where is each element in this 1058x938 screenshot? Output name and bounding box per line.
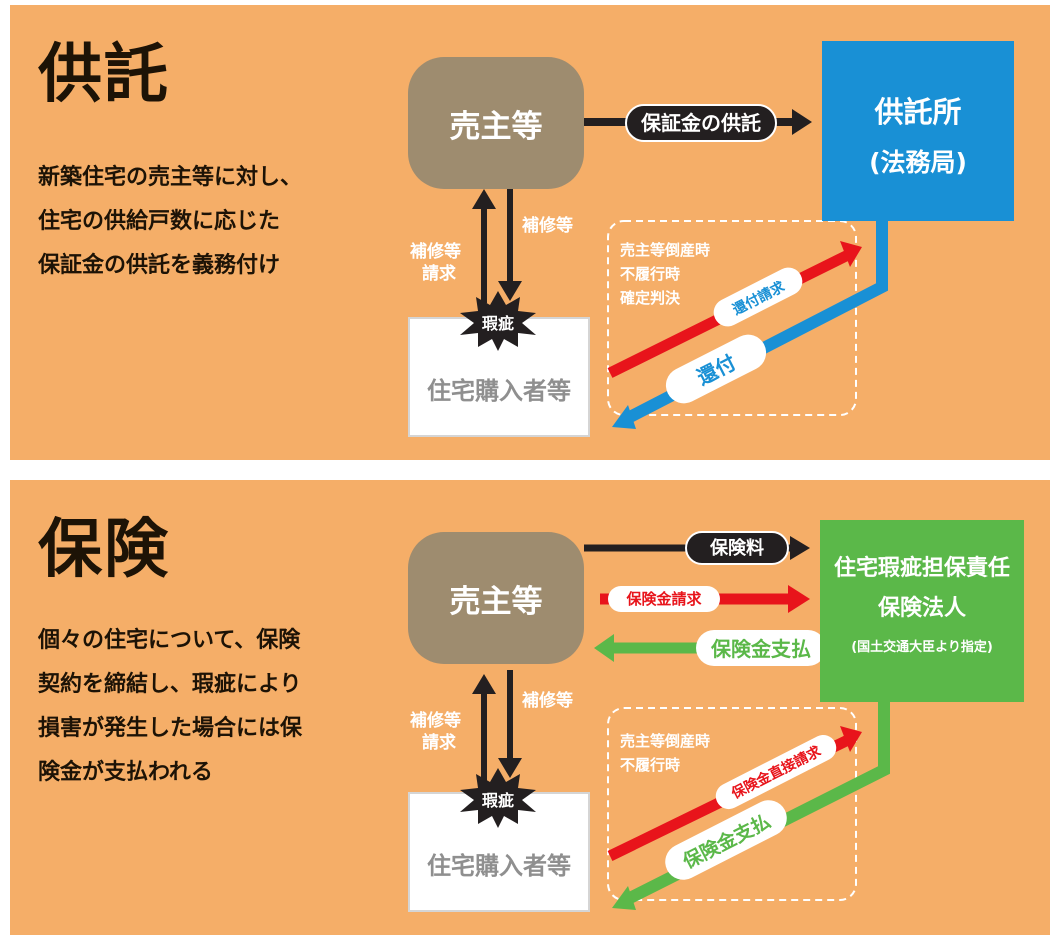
desc-line: 新築住宅の売主等に対し、 [38,164,303,190]
payout-label: 保険金支払 [710,637,811,661]
deposit-description: 新築住宅の売主等に対し、 住宅の供給戸数に応じた 保証金の供託を義務付け [38,155,398,287]
premium-arrow: 保険料 [584,531,810,565]
buyer-box: 住宅購入者等 [408,792,590,912]
direct-claim-text: 保険金直接請求 [728,742,825,803]
repair-arrow [498,189,522,301]
condition-2: 不履行時 [620,756,680,774]
repair-request-arrow [472,189,496,303]
deposit-arrow-label: 保証金の供託 [640,111,761,135]
deposit-flow-diagram: 保証金の供託 補修等 補修等 請求 還付請求 還付 [409,104,888,429]
condition-3: 確定判決 [619,289,681,307]
refund-pill: 還付 [665,334,767,404]
repair-request-arrow [472,674,496,782]
claim-label: 保険金請求 [625,590,702,608]
seller-box: 売主等 [408,532,584,664]
insurance-flow-diagram: 保険料 保険金請求 保険金支払 補修等 補修等 請求 [409,531,890,910]
insurer-name-2: 保険法人 [877,596,966,621]
condition-dashed-box [607,220,857,416]
condition-1: 売主等倒産時 [620,732,710,750]
insurer-note: (国土交通大臣より指定) [851,640,993,655]
desc-line: 損害が発生した場合には保 [38,715,303,741]
repair-request-label-1: 補修等 [409,241,461,262]
condition-2: 不履行時 [620,265,680,283]
condition-dashed-box [607,707,857,901]
claim-arrow: 保険金請求 [600,585,810,613]
repair-label: 補修等 [521,215,573,236]
deposit-panel: 供託 新築住宅の売主等に対し、 住宅の供給戸数に応じた 保証金の供託を義務付け … [10,5,1050,460]
defect-burst-icon: 瑕疵 [460,768,536,828]
insurance-description: 個々の住宅について、保険 契約を締結し、瑕疵により 損害が発生した場合には保 険… [38,618,398,794]
repair-request-label-2: 請求 [422,263,456,284]
office-subname: (法務局) [869,148,967,177]
insurance-panel: 保険 個々の住宅について、保険 契約を締結し、瑕疵により 損害が発生した場合には… [10,480,1050,935]
office-name: 供託所 [874,95,962,129]
desc-line: 契約を締結し、瑕疵により [38,671,302,697]
desc-line: 個々の住宅について、保険 [38,627,301,653]
deposit-arrow: 保証金の供託 [584,104,812,142]
insurer-box: 住宅瑕疵担保責任 保険法人 (国土交通大臣より指定) [820,520,1024,702]
defect-label: 瑕疵 [482,791,514,810]
deposit-office-box: 供託所 (法務局) [822,41,1014,221]
repair-request-label-2: 請求 [422,732,456,753]
condition-1: 売主等倒産時 [620,241,710,259]
premium-label: 保険料 [709,537,764,559]
desc-line: 険金が支払われる [38,759,213,785]
repair-request-label-1: 補修等 [409,710,461,731]
refund-request-pill: 還付請求 [713,267,803,327]
defect-label: 瑕疵 [482,314,514,333]
repair-arrow [498,670,522,778]
payout-arrow: 保険金支払 [594,630,826,666]
desc-line: 住宅の供給戸数に応じた [38,208,281,234]
deposit-title: 供託 [38,37,170,112]
seller-box: 売主等 [408,57,584,189]
desc-line: 保証金の供託を義務付け [38,252,281,278]
repair-label: 補修等 [521,690,573,711]
insurer-name-1: 住宅瑕疵担保責任 [833,556,1010,581]
insurance-title: 保険 [38,512,170,587]
defect-burst-icon: 瑕疵 [460,291,536,351]
